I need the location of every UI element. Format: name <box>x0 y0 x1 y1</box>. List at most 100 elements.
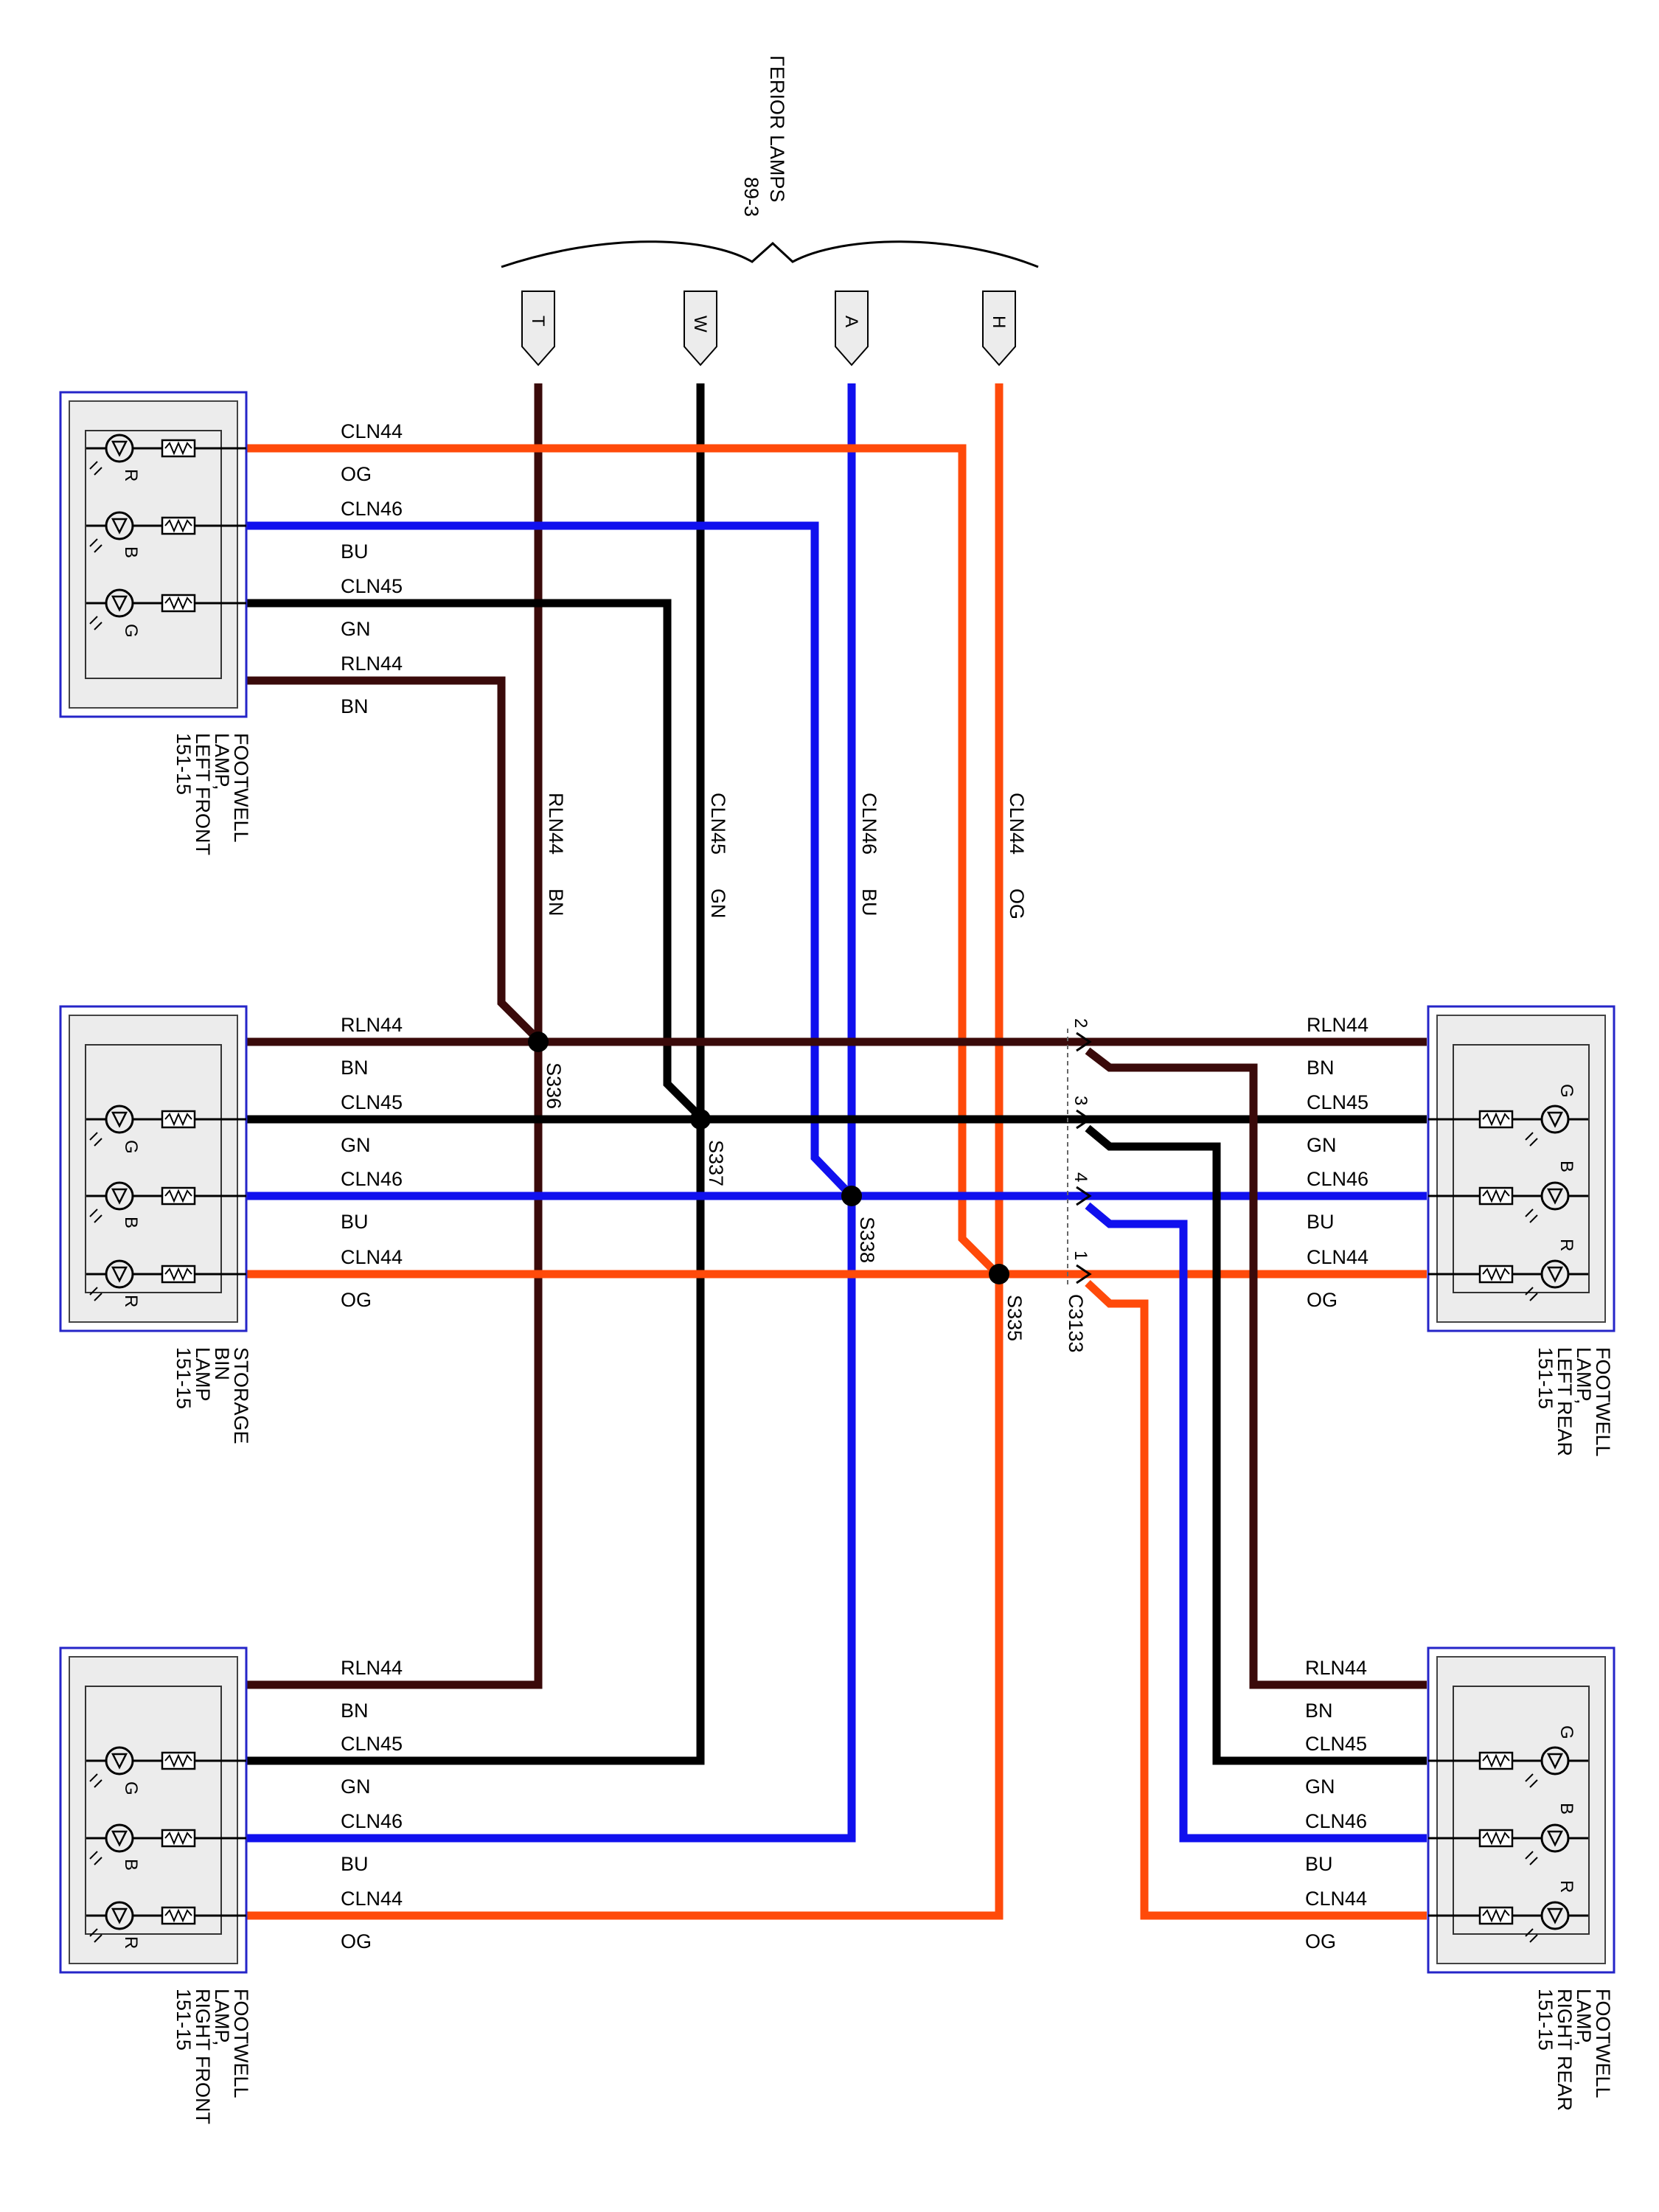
component-title-line: 151-15 <box>173 733 195 795</box>
pin-t: T <box>521 291 555 366</box>
wires <box>247 383 1427 1920</box>
wire-color-label: GN <box>1305 1775 1335 1798</box>
splice-s335-dot <box>989 1264 1009 1284</box>
splice-s338-label: S338 <box>856 1217 878 1263</box>
pin-h-shape <box>982 291 1016 366</box>
pin-a: A <box>835 291 869 366</box>
component-body <box>1436 1015 1606 1323</box>
diode-icon <box>1546 1830 1564 1847</box>
wire-circuit-label: CLN45 <box>341 1733 403 1755</box>
led-color-label: R <box>1557 1239 1576 1251</box>
vertical-color-label: BN <box>545 888 567 917</box>
led-color-label: G <box>121 624 141 638</box>
wire-circuit-label: CLN46 <box>341 498 403 520</box>
led-icon <box>1540 1823 1570 1853</box>
pin-t-label: T <box>528 316 548 327</box>
wire-circuit-label: RLN44 <box>341 1657 403 1679</box>
connector-pin-icon <box>1076 1264 1092 1284</box>
pin-w: W <box>684 291 717 366</box>
wire-circuit-label: CLN46 <box>1307 1168 1368 1190</box>
light-rays-icon <box>89 1851 102 1865</box>
light-rays-icon <box>1525 1773 1538 1788</box>
wire-rr-bu <box>1085 1202 1427 1843</box>
led-r: R <box>86 1259 246 1307</box>
pin-h: H <box>982 291 1016 366</box>
led-r: R <box>1428 1239 1588 1301</box>
resistor-zigzag <box>164 1908 192 1923</box>
component-title-line: LAMP, <box>1573 1347 1595 1405</box>
connector-pin-icon <box>1076 1032 1092 1052</box>
component-title-line: LEFT FRONT <box>192 733 214 855</box>
led-g: G <box>1428 1725 1588 1788</box>
wire-circuit-label: RLN44 <box>1307 1014 1368 1036</box>
wire-circuit-label: CLN44 <box>1305 1888 1367 1910</box>
led-icon <box>105 588 134 618</box>
component-outline <box>59 391 248 718</box>
component-title-line: FOOTWELL <box>1592 1989 1614 2098</box>
component-inner-frame <box>85 1686 222 1935</box>
component-body <box>69 1015 238 1323</box>
splice-s338-dot <box>841 1186 862 1206</box>
component-inner-frame <box>85 430 222 679</box>
wire-lf-bu <box>247 521 855 1199</box>
diode-icon <box>1546 1907 1564 1924</box>
resistor-zigzag <box>1482 1753 1510 1768</box>
vertical-circuit-label: CLN46 <box>858 793 880 855</box>
component-title-line: LAMP, <box>211 733 233 790</box>
resistor-zigzag <box>164 1189 192 1203</box>
vertical-circuit-label: CLN45 <box>707 793 729 855</box>
diode-icon <box>111 440 128 457</box>
vertical-circuit-label: RLN44 <box>545 793 567 855</box>
diode-icon <box>111 1266 128 1283</box>
wire-color-label: BN <box>341 695 369 717</box>
component-inner-frame <box>1453 1686 1590 1935</box>
light-rays-icon <box>89 461 102 476</box>
light-rays-icon <box>89 1928 102 1943</box>
wire-color-label: OG <box>1305 1930 1336 1952</box>
led-icon <box>105 511 134 540</box>
splice-s337-dot <box>690 1109 711 1130</box>
wire-circuit-label: RLN44 <box>341 1014 403 1036</box>
led-g: G <box>86 588 246 638</box>
header-ref: 89-3 <box>740 177 762 217</box>
led-icon <box>105 1181 134 1211</box>
resistor-zigzag <box>164 1831 192 1846</box>
wire-color-label: BU <box>341 540 369 563</box>
wire-color-label: BN <box>341 1700 369 1722</box>
component-title-line: RIGHT FRONT <box>192 1989 214 2124</box>
led-g: G <box>1428 1084 1588 1147</box>
wire-circuit-label: CLN45 <box>1305 1733 1367 1755</box>
resistor-zigzag <box>164 1112 192 1127</box>
led-g: G <box>86 1105 246 1154</box>
wire-circuit-label: CLN45 <box>1307 1091 1368 1113</box>
light-rays-icon <box>89 1773 102 1788</box>
component-body <box>69 400 238 709</box>
light-rays-icon <box>89 1132 102 1147</box>
component-body <box>1436 1656 1606 1964</box>
header-brace <box>501 240 1039 268</box>
wire-lf-og <box>247 444 1002 1279</box>
component-outline <box>1427 1646 1615 1974</box>
led-color-label: B <box>121 1217 141 1228</box>
resistor-zigzag <box>164 518 192 533</box>
led-icon <box>1540 1746 1570 1775</box>
led-icon <box>105 1901 134 1930</box>
led-color-label: G <box>121 1781 141 1795</box>
resistor-zigzag <box>164 1267 192 1281</box>
connector-pin-icon <box>1076 1109 1092 1130</box>
led-color-label: B <box>1557 1803 1576 1815</box>
component-title-line: LAMP, <box>211 1989 233 2046</box>
pin-t-shape <box>521 291 555 366</box>
wire-color-label: BU <box>1305 1853 1333 1875</box>
led-color-label: G <box>121 1140 141 1154</box>
diode-icon <box>111 518 128 535</box>
resistor-zigzag <box>1482 1831 1510 1846</box>
component-title-line: LAMP, <box>1573 1989 1595 2046</box>
led-icon <box>105 1746 134 1775</box>
light-rays-icon <box>1525 1132 1538 1147</box>
light-rays-icon <box>1525 1928 1538 1943</box>
